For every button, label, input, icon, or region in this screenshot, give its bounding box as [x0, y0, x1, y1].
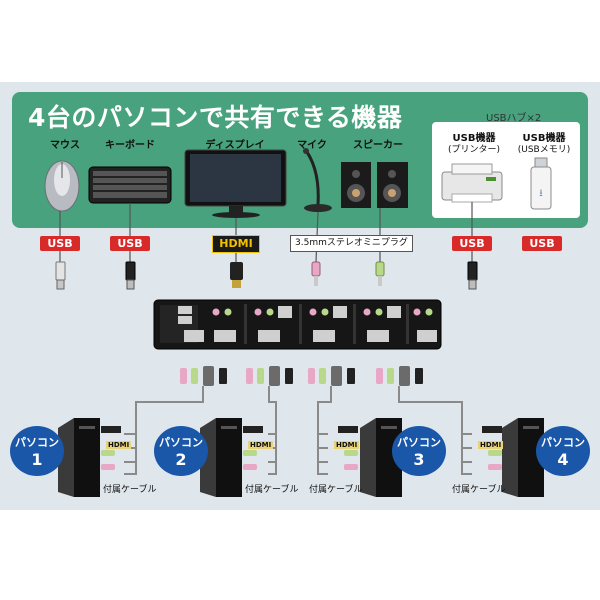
- pc-port-hdmi-label-1: HDMI: [106, 441, 132, 449]
- pc-label: パソコン: [159, 436, 203, 449]
- pc-number: 1: [31, 450, 43, 469]
- usb-plug-icon: [55, 261, 478, 290]
- pc-label: パソコン: [15, 436, 59, 449]
- pc-badge-2: パソコン 2: [154, 426, 208, 476]
- pc-number: 4: [557, 450, 569, 469]
- pc-port-hdmi-label-2: HDMI: [248, 441, 274, 449]
- cable-label-1: 付属ケーブル: [103, 485, 157, 495]
- device-cable-lines: [59, 202, 473, 263]
- device-label-mic: マイク: [297, 140, 327, 151]
- hdmi-plug-icon: [230, 262, 243, 288]
- device-sublabel-usb-printer: (プリンター): [447, 145, 501, 155]
- device-label-usb-printer: USB機器: [452, 133, 496, 144]
- usb-hub-label: USBハブ×2: [486, 113, 542, 124]
- pc-port-hdmi-label-3: HDMI: [334, 441, 360, 449]
- pc-number: 2: [175, 450, 187, 469]
- cable-label-3: 付属ケーブル: [309, 485, 363, 495]
- kvm-switch-icon: [153, 299, 442, 350]
- svg-text:⭳: ⭳: [539, 188, 543, 199]
- hdmi-badge-display: HDMI: [212, 235, 260, 253]
- pc-label: パソコン: [541, 436, 585, 449]
- pc-cable-lines: [124, 386, 472, 475]
- display-icon: [184, 149, 287, 218]
- microphone-icon: [303, 148, 332, 212]
- device-label-keyboard: キーボード: [105, 140, 155, 151]
- device-label-speaker: スピーカー: [353, 140, 403, 151]
- printer-icon: [441, 163, 503, 203]
- device-label-mouse: マウス: [50, 140, 80, 151]
- cable-bundle-icon: [180, 366, 423, 386]
- usb-badge-usb-memory: USB: [522, 236, 562, 251]
- usb-memory-icon: ⭳: [530, 157, 552, 210]
- pc-port-hdmi-label-4: HDMI: [478, 441, 504, 449]
- keyboard-icon: [88, 166, 172, 204]
- pc-label: パソコン: [397, 436, 441, 449]
- audio-plug-icon: [311, 261, 385, 286]
- device-label-usb-memory: USB機器: [522, 133, 566, 144]
- usb-badge-mouse: USB: [40, 236, 80, 251]
- pc-tower-icon: [58, 418, 544, 497]
- device-sublabel-usb-memory: (USBメモリ): [517, 145, 571, 155]
- pc-badge-1: パソコン 1: [10, 426, 64, 476]
- audio-plug-badge: 3.5mmステレオミニプラグ: [290, 235, 413, 252]
- speaker-icon: [341, 162, 408, 208]
- pc-badge-3: パソコン 3: [392, 426, 446, 476]
- pc-badge-4: パソコン 4: [536, 426, 590, 476]
- cable-label-4: 付属ケーブル: [452, 485, 506, 495]
- pc-connector-icon: [101, 426, 502, 470]
- usb-badge-printer: USB: [452, 236, 492, 251]
- device-label-display: ディスプレイ: [205, 140, 265, 151]
- pc-number: 3: [413, 450, 425, 469]
- usb-badge-keyboard: USB: [110, 236, 150, 251]
- headline: 4台のパソコンで共有できる機器: [28, 103, 403, 132]
- cable-label-2: 付属ケーブル: [245, 485, 299, 495]
- mouse-icon: [44, 160, 80, 212]
